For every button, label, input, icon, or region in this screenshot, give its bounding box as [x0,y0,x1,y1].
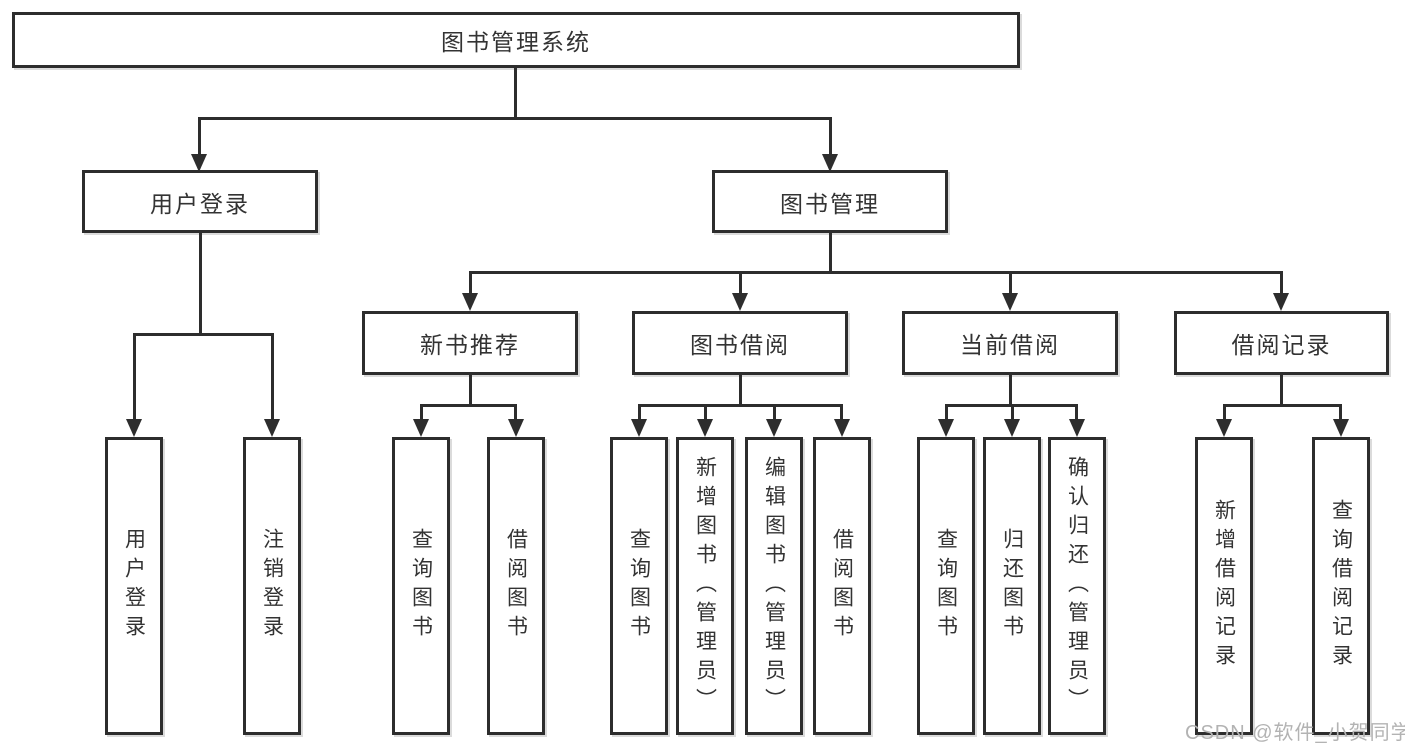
connector-line [514,404,517,421]
node-borrow-records: 借阅记录 [1174,311,1389,375]
arrow-down-icon [1004,419,1020,437]
node-new-book-recommend-label: 新书推荐 [420,332,520,358]
arrow-down-icon [732,293,748,311]
node-book-borrow: 图书借阅 [632,311,848,375]
connector-line [638,404,843,407]
arrow-down-icon [1333,419,1349,437]
connector-line [199,233,202,336]
leaf-add-borrow-record: 新增借阅记录 [1195,437,1253,735]
connector-line [1223,404,1342,407]
connector-line [1075,404,1078,421]
leaf-return-book-label: 归还图书 [1000,528,1024,644]
connector-line [945,404,948,421]
connector-line [1280,375,1283,407]
leaf-add-book-admin-label: 新增图书（管理员） [693,455,717,717]
arrow-down-icon [508,419,524,437]
connector-line [1339,404,1342,421]
connector-line [1280,271,1283,296]
node-user-login: 用户登录 [82,170,318,233]
arrow-down-icon [938,419,954,437]
leaf-logout-label: 注销登录 [260,528,284,644]
leaf-query-book-recommend: 查询图书 [392,437,450,735]
leaf-confirm-return-admin: 确认归还（管理员） [1048,437,1106,735]
arrow-down-icon [834,419,850,437]
connector-line [638,404,641,421]
connector-line [1009,375,1012,407]
connector-line [829,117,832,155]
leaf-return-book: 归还图书 [983,437,1041,735]
connector-line [271,333,274,420]
connector-line [840,404,843,421]
node-book-management: 图书管理 [712,170,948,233]
connector-line [1011,404,1014,421]
connector-line [198,117,832,120]
connector-line [1009,271,1012,296]
connector-line [739,271,742,296]
leaf-query-book-current-label: 查询图书 [934,528,958,644]
arrow-down-icon [191,154,207,172]
arrow-down-icon [766,419,782,437]
leaf-add-borrow-record-label: 新增借阅记录 [1212,499,1236,673]
arrow-down-icon [822,154,838,172]
arrow-down-icon [413,419,429,437]
node-book-borrow-label: 图书借阅 [690,332,790,358]
arrow-down-icon [264,419,280,437]
node-current-borrow: 当前借阅 [902,311,1118,375]
connector-line [514,68,517,120]
arrow-down-icon [1002,293,1018,311]
connector-line [704,404,707,421]
connector-line [739,375,742,407]
leaf-user-login-label: 用户登录 [122,528,146,644]
arrow-down-icon [462,293,478,311]
connector-line [420,404,423,421]
node-borrow-records-label: 借阅记录 [1231,332,1332,358]
leaf-logout: 注销登录 [243,437,301,735]
connector-line [1223,404,1226,421]
leaf-borrow-book-recommend-label: 借阅图书 [504,528,528,644]
leaf-query-book-current: 查询图书 [917,437,975,735]
connector-line [198,117,201,155]
arrow-down-icon [697,419,713,437]
leaf-confirm-return-admin-label: 确认归还（管理员） [1065,455,1089,717]
connector-line [469,375,472,407]
arrow-down-icon [1069,419,1085,437]
node-book-management-label: 图书管理 [780,190,880,217]
leaf-borrow-book-borrow: 借阅图书 [813,437,871,735]
leaf-user-login: 用户登录 [105,437,163,735]
connector-line [773,404,776,421]
leaf-edit-book-admin: 编辑图书（管理员） [745,437,803,735]
connector-line [133,333,136,420]
watermark: CSDN @软件_小贺同学 [1185,722,1405,744]
leaf-query-borrow-record-label: 查询借阅记录 [1329,499,1353,673]
arrow-down-icon [631,419,647,437]
arrow-down-icon [1273,293,1289,311]
leaf-query-borrow-record: 查询借阅记录 [1312,437,1370,735]
node-root-label: 图书管理系统 [441,29,591,55]
arrow-down-icon [1216,419,1232,437]
leaf-borrow-book-borrow-label: 借阅图书 [830,528,854,644]
node-user-login-label: 用户登录 [150,190,250,217]
node-new-book-recommend: 新书推荐 [362,311,578,375]
leaf-borrow-book-recommend: 借阅图书 [487,437,545,735]
leaf-query-book-borrow-label: 查询图书 [627,528,651,644]
connector-line [469,271,472,296]
connector-line [469,271,1282,274]
leaf-edit-book-admin-label: 编辑图书（管理员） [762,455,786,717]
node-root: 图书管理系统 [12,12,1020,68]
connector-line [829,233,832,274]
node-current-borrow-label: 当前借阅 [960,332,1060,358]
leaf-query-book-borrow: 查询图书 [610,437,668,735]
connector-line [420,404,517,407]
leaf-add-book-admin: 新增图书（管理员） [676,437,734,735]
connector-line [133,333,273,336]
arrow-down-icon [126,419,142,437]
leaf-query-book-recommend-label: 查询图书 [409,528,433,644]
